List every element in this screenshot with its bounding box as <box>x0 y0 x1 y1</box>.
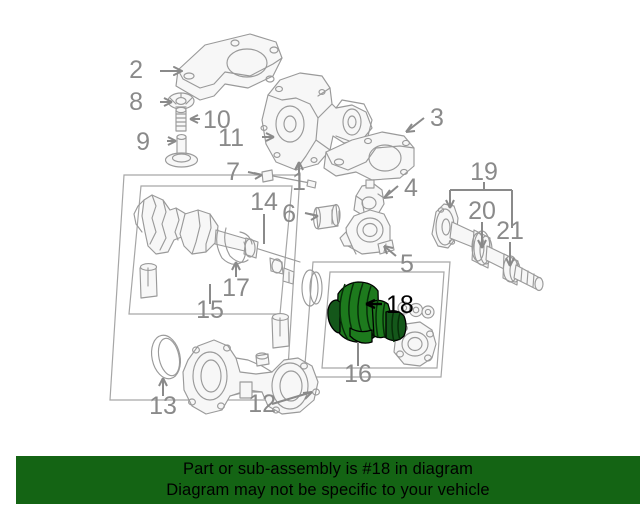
callout-6: 6 <box>282 200 296 228</box>
part-18-cv-joint-boot-highlighted <box>327 281 407 344</box>
part-2-bracket <box>175 33 283 101</box>
callout-1: 1 <box>292 168 306 196</box>
callout-7: 7 <box>226 158 240 186</box>
part-3-bracket <box>323 131 415 181</box>
callout-labels: 2 8 9 10 11 1 7 3 4 6 5 14 15 17 16 13 1… <box>129 56 524 420</box>
part-7-bolt <box>261 169 317 189</box>
callout-20: 20 <box>468 197 496 225</box>
part-6-bushing <box>313 203 341 230</box>
part-17-clamp <box>216 227 253 265</box>
callout-9: 9 <box>136 128 150 156</box>
callout-21: 21 <box>496 217 524 245</box>
part-5-insulator <box>339 209 395 255</box>
callout-12: 12 <box>248 390 276 418</box>
part-9-stud <box>164 134 199 168</box>
callout-leaders <box>158 66 515 405</box>
callout-11: 11 <box>218 124 244 152</box>
callout-10: 10 <box>203 106 231 134</box>
assembly-box-16 <box>303 261 451 378</box>
parts-diagram: 2 8 9 10 11 1 7 3 4 6 5 14 15 17 16 13 1… <box>109 33 544 420</box>
callout-13: 13 <box>149 392 177 420</box>
callout-18: 18 <box>386 291 414 319</box>
callout-19: 19 <box>470 158 498 186</box>
part-12-axle-housing <box>182 339 320 415</box>
part-10-bolt <box>175 106 187 132</box>
part-1-differential-housing <box>260 72 373 175</box>
parts-diagram-svg: 2 8 9 10 11 1 7 3 4 6 5 14 15 17 16 13 1… <box>109 33 544 420</box>
callout-15: 15 <box>196 296 224 324</box>
notice-banner: Part or sub-assembly is #18 in diagram D… <box>16 456 640 504</box>
part-13-seal-ring <box>150 334 182 380</box>
callout-17: 17 <box>222 274 250 302</box>
callout-16: 16 <box>344 360 372 388</box>
callout-3: 3 <box>430 104 444 132</box>
callout-4: 4 <box>404 174 418 202</box>
callout-5: 5 <box>400 250 414 278</box>
callout-14: 14 <box>250 188 278 216</box>
notice-banner-line-2: Diagram may not be specific to your vehi… <box>166 481 490 499</box>
callout-8: 8 <box>129 88 143 116</box>
part-15-halfshaft-assembly <box>133 194 301 349</box>
part-4-mount-bracket <box>353 179 385 217</box>
notice-banner-line-1: Part or sub-assembly is #18 in diagram <box>183 460 473 478</box>
callout-2: 2 <box>129 56 143 84</box>
